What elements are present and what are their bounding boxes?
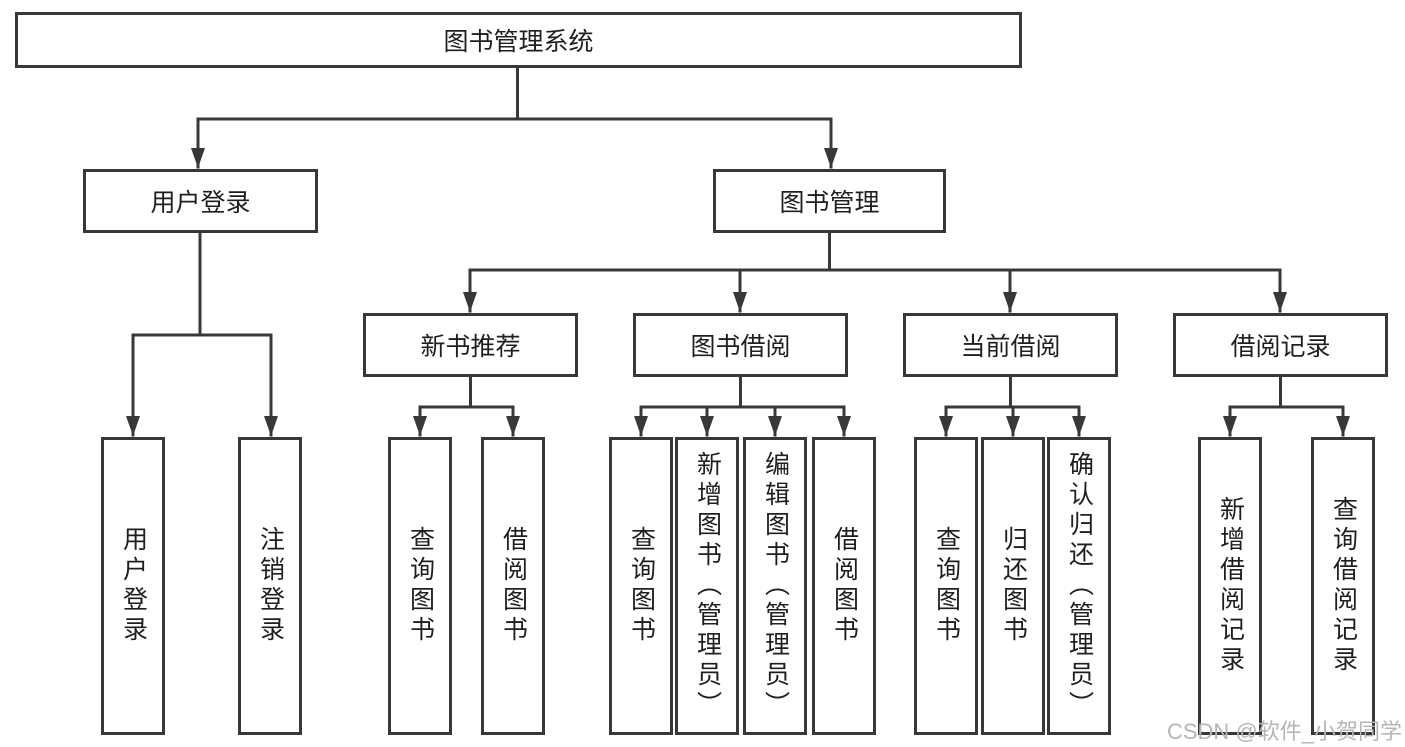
connector-current-to-leaves	[939, 375, 1086, 437]
node-root: 图书管理系统	[15, 12, 1022, 68]
node-label: 编辑图书（管理员）	[761, 451, 790, 721]
leaf-recommend-borrow-book: 借阅图书	[481, 437, 545, 735]
node-label: 图书管理	[779, 189, 880, 217]
leaf-borrow-borrow-book: 借阅图书	[812, 437, 876, 735]
node-label: 确认归还（管理员）	[1065, 451, 1094, 721]
node-label: 新增借阅记录	[1216, 496, 1245, 676]
leaf-records-add-record: 新增借阅记录	[1198, 437, 1262, 735]
leaf-borrow-add-book-admin: 新增图书（管理员）	[675, 437, 739, 735]
node-label: 查询图书	[406, 526, 435, 646]
leaf-login-logout: 注销登录	[238, 437, 302, 735]
node-book-management: 图书管理	[713, 169, 946, 233]
node-label: 查询图书	[932, 526, 961, 646]
connector-login-to-leaves	[126, 231, 278, 437]
node-new-book-recommend: 新书推荐	[363, 313, 578, 377]
node-label: 查询图书	[627, 526, 656, 646]
leaf-borrow-edit-book-admin: 编辑图书（管理员）	[743, 437, 807, 735]
connector-group	[126, 66, 1350, 437]
node-label: 用户登录	[150, 189, 251, 217]
csdn-watermark: CSDN @软件_小贺同学	[1166, 719, 1402, 744]
node-label: 图书借阅	[690, 333, 791, 361]
node-label: 借阅图书	[830, 526, 859, 646]
node-current-borrow: 当前借阅	[903, 313, 1118, 377]
node-label: 新书推荐	[420, 333, 521, 361]
node-book-borrow: 图书借阅	[633, 313, 848, 377]
leaf-login-user-login: 用户登录	[101, 437, 165, 735]
connector-borrow-to-leaves	[634, 375, 851, 437]
connector-records-to-leaves	[1223, 375, 1350, 437]
node-label: 图书管理系统	[443, 28, 594, 56]
connector-root-to-level2	[191, 66, 838, 169]
node-label: 用户登录	[119, 526, 148, 646]
connector-management-to-modules	[463, 231, 1287, 313]
node-label: 借阅记录	[1230, 333, 1331, 361]
node-label: 新增图书（管理员）	[693, 451, 722, 721]
leaf-current-confirm-return-admin: 确认归还（管理员）	[1047, 437, 1111, 735]
node-label: 当前借阅	[960, 333, 1061, 361]
node-label: 注销登录	[256, 526, 285, 646]
leaf-borrow-query-book: 查询图书	[609, 437, 673, 735]
node-user-login: 用户登录	[83, 169, 318, 233]
leaf-recommend-query-book: 查询图书	[388, 437, 452, 735]
node-label: 查询借阅记录	[1329, 496, 1358, 676]
node-label: 借阅图书	[499, 526, 528, 646]
leaf-current-query-book: 查询图书	[914, 437, 978, 735]
leaf-records-query-record: 查询借阅记录	[1311, 437, 1375, 735]
node-label: 归还图书	[999, 526, 1028, 646]
leaf-current-return-book: 归还图书	[981, 437, 1045, 735]
connector-recommend-to-leaves	[413, 375, 520, 437]
node-borrow-records: 借阅记录	[1173, 313, 1388, 377]
